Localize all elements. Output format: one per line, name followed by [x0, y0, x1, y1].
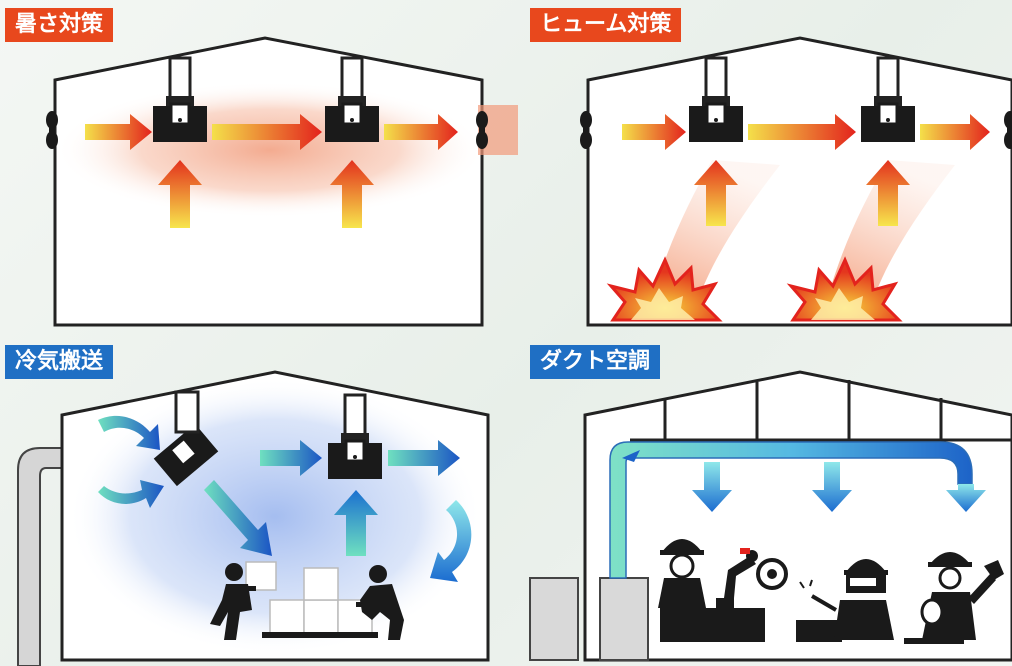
- airflow-arrow: [946, 484, 986, 512]
- worker-welding-icon: [799, 559, 894, 640]
- airflow-arrow: [334, 490, 378, 556]
- panel-heat: [46, 36, 518, 327]
- airflow-arrow: [622, 114, 686, 150]
- worker-icon: [658, 539, 706, 608]
- panel-label-cold: 冷気搬送: [5, 345, 114, 379]
- worker-carrying-icon: [210, 563, 256, 640]
- airflow-arrow: [812, 462, 852, 512]
- airflow-arrow: [430, 500, 472, 582]
- ac-unit: [529, 577, 579, 661]
- airflow-arrow: [85, 114, 152, 150]
- panel-cold: [17, 370, 490, 666]
- airflow-arrow: [204, 480, 272, 556]
- panel-label-fume: ヒューム対策: [530, 8, 682, 42]
- airflow-arrow: [384, 114, 458, 150]
- airflow-arrow: [920, 114, 990, 150]
- worker-pushing-icon: [356, 565, 404, 640]
- fan-mount: [174, 390, 200, 434]
- panel-fume: [580, 36, 1012, 327]
- panel-label-duct: ダクト空調: [530, 345, 661, 379]
- panel-label-heat: 暑さ対策: [5, 8, 114, 42]
- panel-duct: [529, 370, 1012, 662]
- robot-arm-icon: [716, 548, 788, 608]
- airflow-arrow: [748, 114, 856, 150]
- cargo-boxes: [245, 561, 378, 638]
- airflow-arrow: [330, 160, 374, 228]
- fan-unit-icon: [153, 423, 219, 487]
- airflow-arrow: [260, 440, 322, 476]
- fume-trail: [655, 160, 780, 295]
- airflow-arrow: [212, 114, 322, 150]
- workbench: [796, 620, 842, 642]
- workbench: [660, 608, 765, 642]
- worker-wrench-icon: [904, 552, 1004, 644]
- warm-air-zone: [55, 82, 485, 218]
- airflow-arrow: [866, 160, 910, 226]
- ac-indoor-unit: [599, 577, 649, 661]
- airflow-arrow: [694, 160, 738, 226]
- fume-trail: [830, 160, 955, 295]
- airflow-arrow: [692, 462, 732, 512]
- airflow-arrow: [98, 480, 164, 508]
- airflow-arrow: [158, 160, 202, 228]
- airflow-arrow: [98, 415, 160, 450]
- airflow-arrow: [388, 440, 460, 476]
